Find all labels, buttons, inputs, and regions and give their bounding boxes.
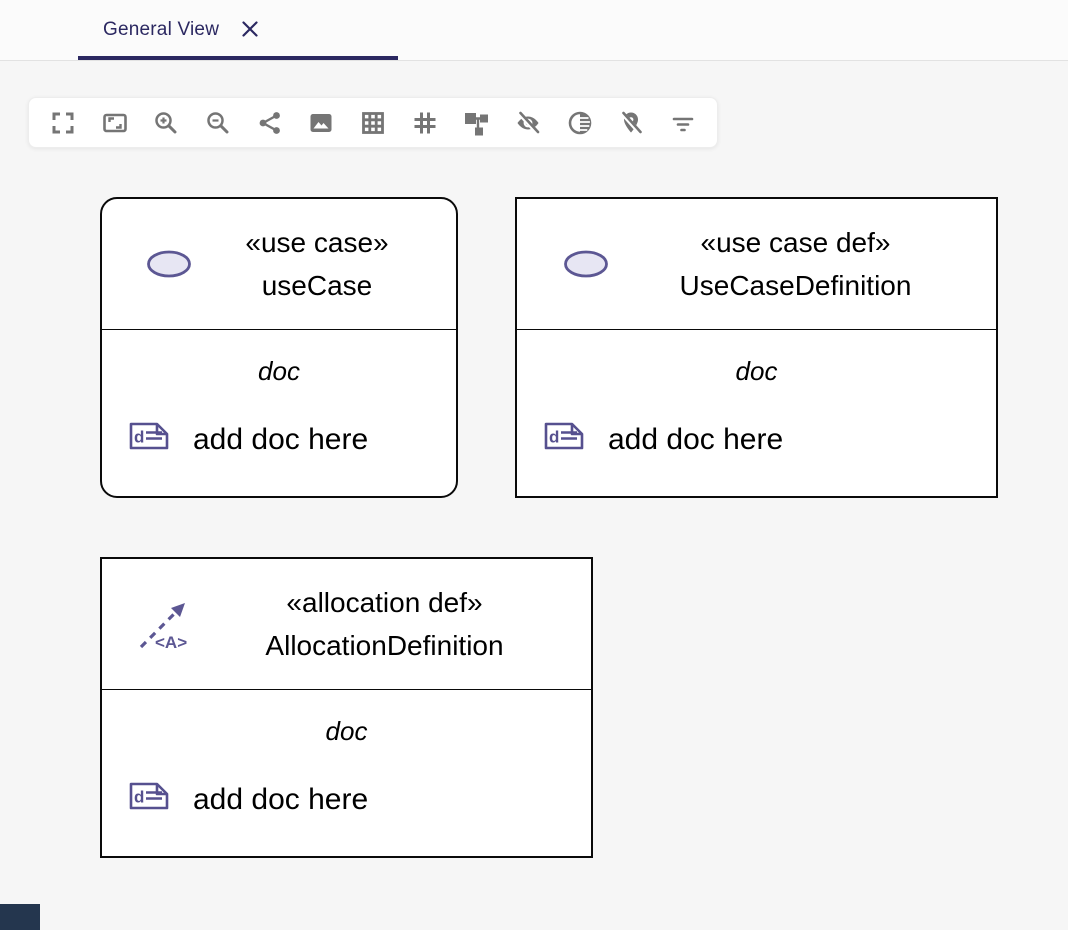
- svg-text:d: d: [549, 428, 559, 447]
- close-tab-button[interactable]: [237, 17, 263, 43]
- add-doc-text: add doc here: [193, 783, 368, 817]
- doc-compartment-label: doc: [102, 716, 591, 746]
- node-title: «use case» useCase: [192, 221, 456, 307]
- doc-icon: d: [129, 422, 169, 458]
- add-doc-item[interactable]: d add doc here: [129, 422, 456, 458]
- svg-text:<A>: <A>: [155, 633, 187, 652]
- doc-compartment: doc d add doc here: [102, 330, 456, 458]
- diagram-canvas[interactable]: «use case» useCase doc d add doc here: [0, 62, 1068, 930]
- doc-compartment-label: doc: [517, 356, 996, 386]
- svg-text:d: d: [134, 428, 144, 447]
- close-icon: [239, 18, 261, 43]
- active-tab-indicator: [78, 56, 398, 60]
- node-name: useCase: [192, 264, 442, 307]
- add-doc-item[interactable]: d add doc here: [129, 782, 591, 818]
- doc-compartment-label: doc: [102, 356, 456, 386]
- node-header: «use case def» UseCaseDefinition: [517, 199, 996, 330]
- tab-label: General View: [103, 19, 219, 41]
- doc-compartment: doc d add doc here: [517, 330, 996, 458]
- node-usecasedefinition[interactable]: «use case def» UseCaseDefinition doc d a…: [515, 197, 998, 498]
- node-title: «use case def» UseCaseDefinition: [609, 221, 996, 307]
- node-title: «allocation def» AllocationDefinition: [192, 581, 591, 667]
- add-doc-item[interactable]: d add doc here: [544, 422, 996, 458]
- allocation-icon: <A>: [138, 596, 192, 652]
- node-header: <A> «allocation def» AllocationDefinitio…: [102, 559, 591, 690]
- node-header: «use case» useCase: [102, 199, 456, 330]
- node-usecase[interactable]: «use case» useCase doc d add doc here: [100, 197, 458, 498]
- use-case-ellipse-icon: [563, 249, 609, 279]
- tab-general-view[interactable]: General View: [78, 0, 398, 60]
- bottom-left-panel-fragment: [0, 904, 40, 930]
- node-name: UseCaseDefinition: [609, 264, 982, 307]
- node-name: AllocationDefinition: [192, 624, 577, 667]
- node-stereotype: «use case def»: [609, 221, 982, 264]
- node-stereotype: «allocation def»: [192, 581, 577, 624]
- add-doc-text: add doc here: [193, 423, 368, 457]
- doc-icon: d: [129, 782, 169, 818]
- use-case-ellipse-icon: [146, 249, 192, 279]
- tab-strip: General View: [0, 0, 1068, 61]
- node-stereotype: «use case»: [192, 221, 442, 264]
- add-doc-text: add doc here: [608, 423, 783, 457]
- svg-text:d: d: [134, 788, 144, 807]
- node-allocationdefinition[interactable]: <A> «allocation def» AllocationDefinitio…: [100, 557, 593, 858]
- doc-compartment: doc d add doc here: [102, 690, 591, 818]
- doc-icon: d: [544, 422, 584, 458]
